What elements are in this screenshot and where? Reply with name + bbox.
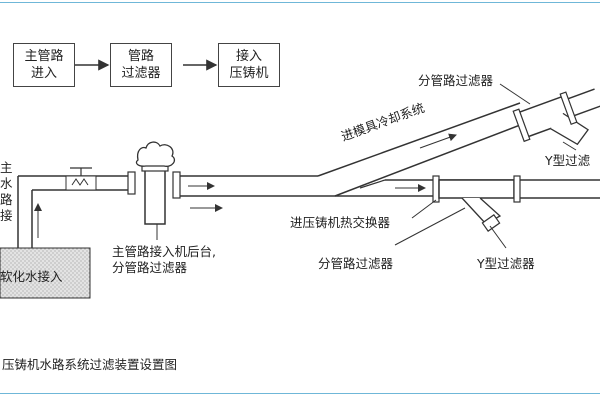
diagram-caption: 压铸机水路系统过滤装置设置图 [2, 357, 178, 372]
label-main-pipe-note: 主管路接入机后台, 分管路过滤器 [112, 244, 216, 275]
flow-box-pipe-filter: 管路 过滤器 [110, 43, 172, 87]
leader-top-filter [499, 83, 531, 105]
label-branch-filter-bottom: 分管路过滤器 [318, 256, 394, 271]
diag-flow-arrow [419, 133, 457, 149]
leader-branch-bottom [394, 207, 466, 246]
label-branch-filter-top: 分管路过滤器 [418, 73, 494, 88]
lower-y-filter [432, 175, 521, 232]
label-left-vertical: 主水路接 [0, 160, 13, 223]
label-y-filter-right: Y型过滤 [545, 153, 591, 168]
flow-box-die-casting: 接入 压铸机 [218, 43, 280, 87]
label-soft-water: 软化水接入 [0, 269, 63, 284]
branch-diag-top [317, 102, 521, 177]
flow-box-main-inlet: 主管路 进入 [13, 43, 75, 87]
label-y-filter-bottom: Y型过滤器 [477, 256, 535, 271]
lower-branch-join [359, 179, 386, 189]
leader-heat-exchanger [411, 199, 437, 219]
top-y-filter [512, 88, 600, 146]
leader-y-bottom [489, 225, 507, 249]
leader-y-right [562, 141, 577, 151]
soft-water-block [0, 247, 91, 299]
top-border-line [0, 2, 600, 3]
label-heat-exchanger: 进压铸机热交换器 [290, 215, 391, 230]
main-pipe-filter [127, 141, 181, 225]
valve-symbol [65, 167, 97, 191]
branch-diag-bottom [334, 121, 529, 197]
bottom-border-line [0, 393, 600, 394]
